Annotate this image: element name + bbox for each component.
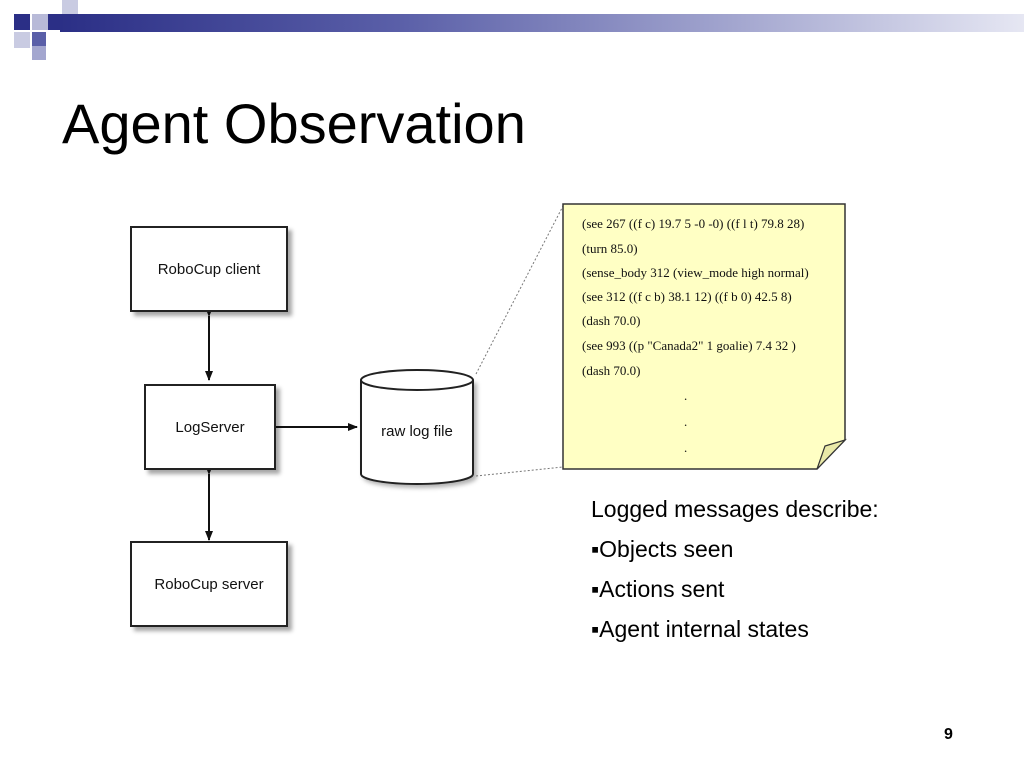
ellipsis-dot: . bbox=[684, 414, 688, 429]
deco-square-light-4 bbox=[32, 46, 46, 60]
projection-line-bottom bbox=[475, 466, 564, 477]
description-block: Logged messages describe: ▪Objects seen … bbox=[591, 494, 879, 654]
log-line: (sense_body 312 (view_mode high normal) bbox=[582, 265, 809, 280]
deco-square-dark-2 bbox=[48, 14, 60, 30]
slide-title: Agent Observation bbox=[62, 92, 526, 155]
bullet-item: ▪Agent internal states bbox=[591, 616, 809, 642]
log-note-fold bbox=[816, 438, 848, 470]
log-line: (dash 70.0) bbox=[582, 363, 641, 378]
robocup-client-box: RoboCup client bbox=[130, 226, 288, 312]
description-heading: Logged messages describe: bbox=[591, 496, 879, 522]
ellipsis-dot: . bbox=[684, 440, 688, 455]
log-line: (turn 85.0) bbox=[582, 241, 638, 256]
bullet-item: ▪Objects seen bbox=[591, 536, 734, 562]
deco-square-light-2 bbox=[62, 0, 78, 14]
raw-log-file-cylinder bbox=[360, 369, 474, 485]
header-bar bbox=[60, 14, 1024, 32]
log-line: (see 312 ((f c b) 38.1 12) ((f b 0) 42.5… bbox=[582, 289, 792, 304]
robocup-server-box: RoboCup server bbox=[130, 541, 288, 627]
deco-square-dark-3 bbox=[32, 32, 46, 46]
deco-square-light-3 bbox=[14, 32, 30, 48]
log-line: (see 993 ((p "Canada2" 1 goalie) 7.4 32 … bbox=[582, 338, 796, 353]
deco-square-light-1 bbox=[32, 14, 48, 30]
page-number: 9 bbox=[944, 726, 953, 743]
logserver-box: LogServer bbox=[144, 384, 276, 470]
raw-log-file-label: raw log file bbox=[381, 423, 453, 440]
log-line: (see 267 ((f c) 19.7 5 -0 -0) ((f l t) 7… bbox=[582, 216, 805, 231]
bullet-item: ▪Actions sent bbox=[591, 576, 725, 602]
projection-line-top bbox=[475, 205, 564, 375]
log-line: (dash 70.0) bbox=[582, 313, 641, 328]
deco-square-dark-1 bbox=[14, 14, 30, 30]
ellipsis-dot: . bbox=[684, 388, 688, 403]
